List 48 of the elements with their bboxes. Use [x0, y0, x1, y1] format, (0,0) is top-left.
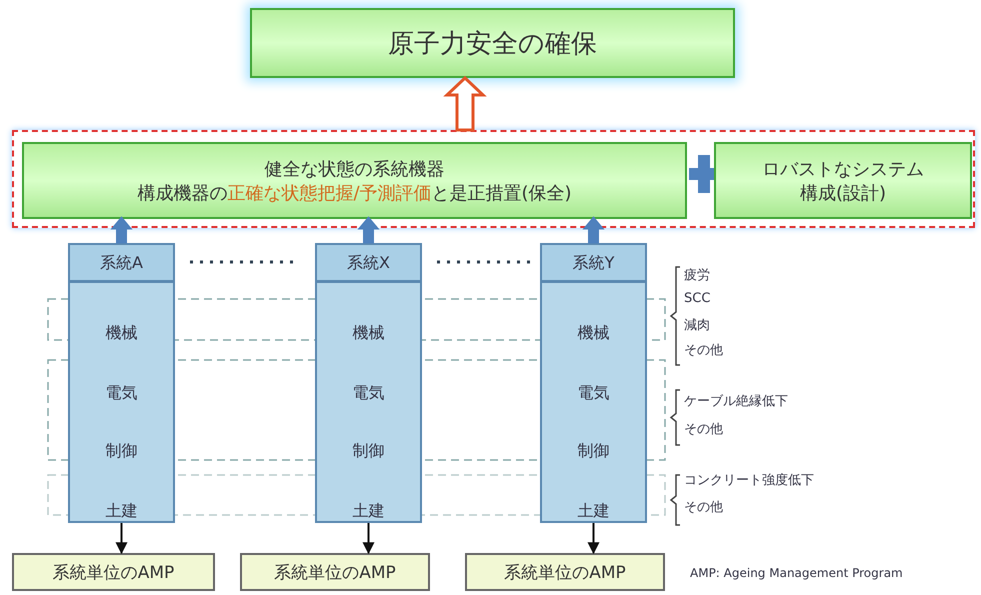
box-label: 系統単位のAMP	[274, 562, 396, 584]
category-label: 機械	[578, 323, 610, 342]
category-label: 土建	[106, 501, 138, 520]
process-box	[250, 8, 735, 78]
block-arrow	[582, 216, 605, 244]
program-box	[240, 553, 430, 591]
process-box	[714, 142, 972, 219]
process-box	[22, 142, 687, 219]
ageing-factor-label: SCC	[684, 291, 710, 306]
box-label: 系統単位のAMP	[504, 562, 626, 584]
arrow	[116, 523, 128, 554]
dashed-container	[12, 130, 975, 228]
system-column	[68, 243, 175, 523]
arrow	[362, 523, 374, 554]
block-arrow	[443, 76, 487, 132]
category-label: 電気	[106, 383, 138, 402]
system-column	[315, 243, 422, 523]
category-label: 電気	[352, 383, 384, 402]
system-column	[540, 243, 647, 523]
category-label: 制御	[106, 441, 138, 460]
ageing-factor-label: コンクリート強度低下	[684, 472, 814, 489]
column-title: 系統Y	[572, 253, 614, 272]
ageing-factor-label: 疲労	[684, 267, 710, 284]
category-label: 制御	[578, 441, 610, 460]
category-label: 電気	[578, 383, 610, 402]
ageing-factor-label: ケーブル絶縁低下	[684, 393, 788, 410]
ageing-factor-label: その他	[684, 499, 723, 516]
box-label: 系統単位のAMP	[52, 562, 174, 584]
category-label: 機械	[352, 323, 384, 342]
ageing-factor-label: その他	[684, 342, 723, 359]
column-title: 系統X	[347, 253, 390, 272]
category-label: 機械	[106, 323, 138, 342]
column-title: 系統A	[100, 253, 143, 272]
footnote: AMP: Ageing Management Program	[690, 566, 903, 580]
ageing-factor-label: その他	[684, 421, 723, 438]
ageing-factor-label: 減肉	[684, 317, 710, 334]
box-text: ロバストなシステム構成(設計)	[761, 158, 925, 204]
block-arrow	[357, 216, 380, 244]
category-label: 土建	[578, 501, 610, 520]
program-box	[465, 553, 665, 591]
block-arrow	[110, 216, 133, 244]
box-text: 構成機器の正確な状態把握/予測評価と是正措置(保全)	[137, 182, 572, 204]
category-label: 土建	[352, 501, 384, 520]
category-label: 制御	[352, 441, 384, 460]
program-box	[12, 553, 215, 591]
arrow	[588, 523, 600, 554]
box-text: 健全な状態の系統機器	[264, 158, 444, 180]
box-text: 原子力安全の確保	[388, 28, 597, 60]
